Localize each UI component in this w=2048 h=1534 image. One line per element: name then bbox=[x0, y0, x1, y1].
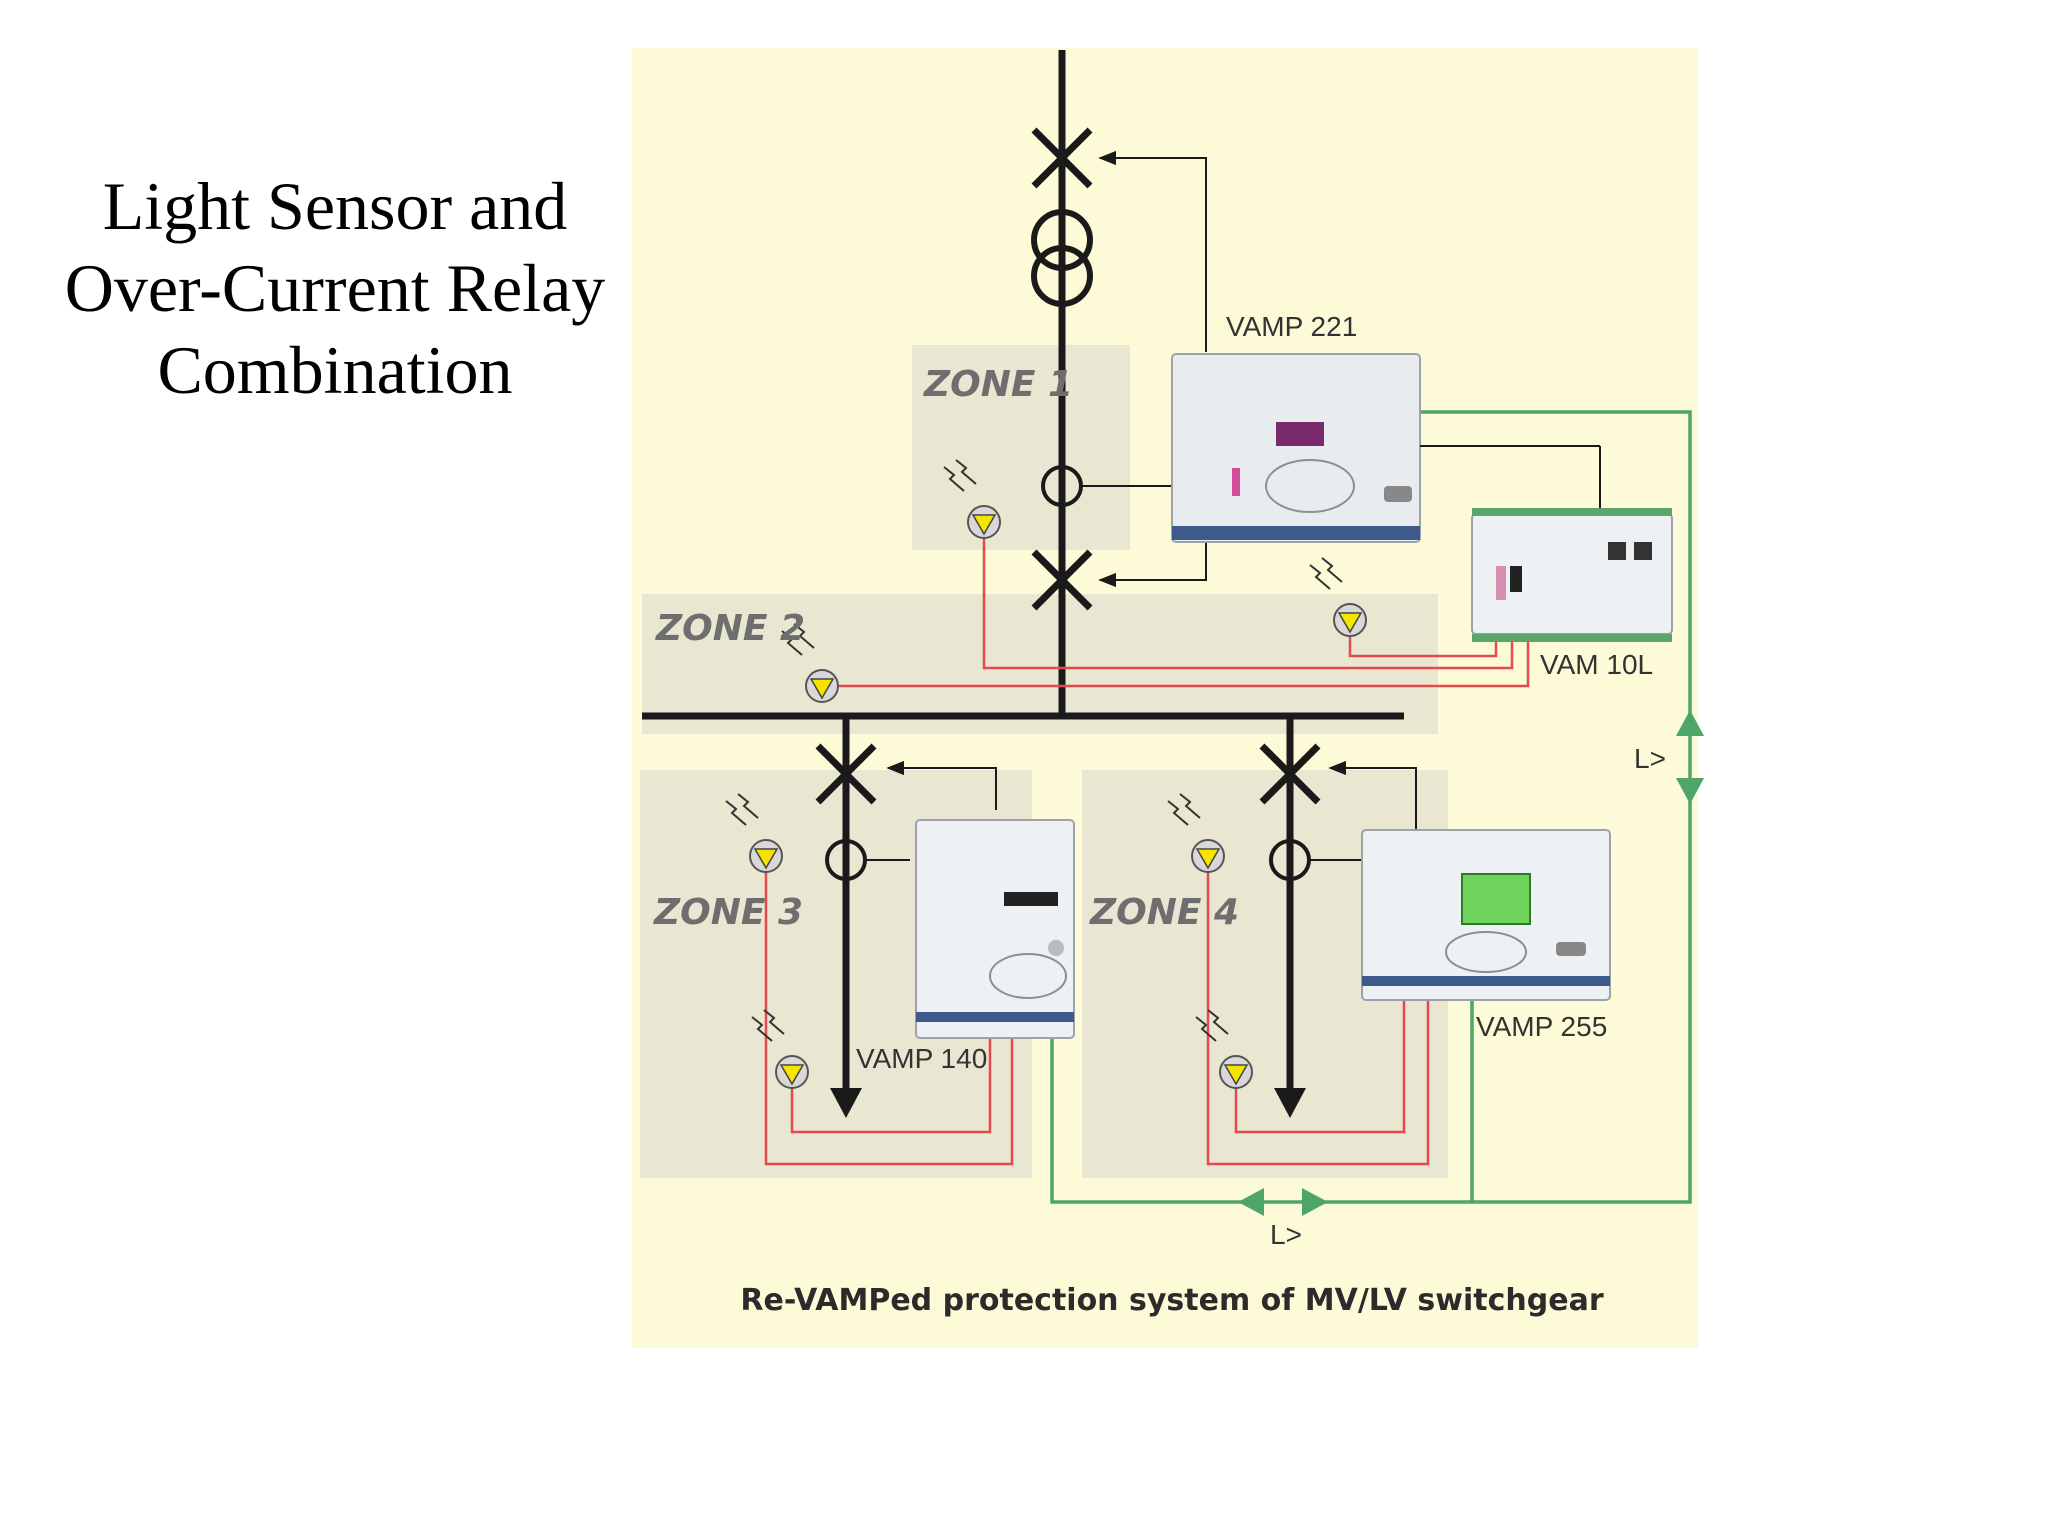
feeder-right-arrow bbox=[1274, 1088, 1306, 1118]
breaker-feeder-right bbox=[1259, 743, 1321, 805]
diagram-caption: Re-VAMPed protection system of MV/LV swi… bbox=[740, 1283, 1603, 1318]
title-line-1: Light Sensor and bbox=[102, 168, 568, 244]
vamp-140-relay bbox=[915, 819, 1075, 1039]
light-arrow-up bbox=[1676, 710, 1704, 736]
vam-10l-label: VAM 10L bbox=[1540, 649, 1653, 680]
light-signal-bottom-label: L> bbox=[1270, 1219, 1302, 1250]
zone-1-area bbox=[912, 345, 1130, 550]
light-arrow-right bbox=[1302, 1188, 1328, 1216]
zone-2-label: ZONE 2 bbox=[655, 608, 805, 649]
trip-line-feeder-right bbox=[1328, 760, 1417, 830]
light-arrow-down bbox=[1676, 778, 1704, 804]
trip-line-top bbox=[1098, 150, 1207, 352]
sensor-wiring bbox=[764, 538, 1530, 1166]
zone-2-area bbox=[642, 594, 1438, 734]
breaker-top bbox=[1031, 127, 1093, 189]
transformer bbox=[1031, 209, 1093, 307]
breaker-feeder-left bbox=[815, 743, 877, 805]
title-line-2: Over-Current Relay bbox=[64, 250, 606, 326]
vamp-221-label: VAMP 221 bbox=[1226, 311, 1357, 342]
vamp-140-label: VAMP 140 bbox=[856, 1043, 987, 1074]
breaker-incoming bbox=[1031, 549, 1093, 611]
zone-4-label: ZONE 4 bbox=[1089, 892, 1239, 933]
zone-1-label: ZONE 1 bbox=[923, 364, 1073, 405]
vam-10l-unit bbox=[1471, 508, 1673, 642]
vamp-255-relay bbox=[1361, 829, 1611, 1001]
light-link-bus bbox=[1050, 410, 1692, 1204]
zone-3-label: ZONE 3 bbox=[653, 892, 803, 933]
light-signal-right-label: L> bbox=[1634, 743, 1666, 774]
title-line-3: Combination bbox=[157, 332, 513, 408]
vamp-221-relay bbox=[1171, 353, 1421, 543]
feeder-left-arrow bbox=[830, 1088, 862, 1118]
light-arrow-left bbox=[1238, 1188, 1264, 1216]
vamp-255-label: VAMP 255 bbox=[1476, 1011, 1607, 1042]
trip-line-feeder-left bbox=[886, 760, 997, 810]
slide-title: Light Sensor and Over-Current Relay Comb… bbox=[20, 165, 650, 411]
